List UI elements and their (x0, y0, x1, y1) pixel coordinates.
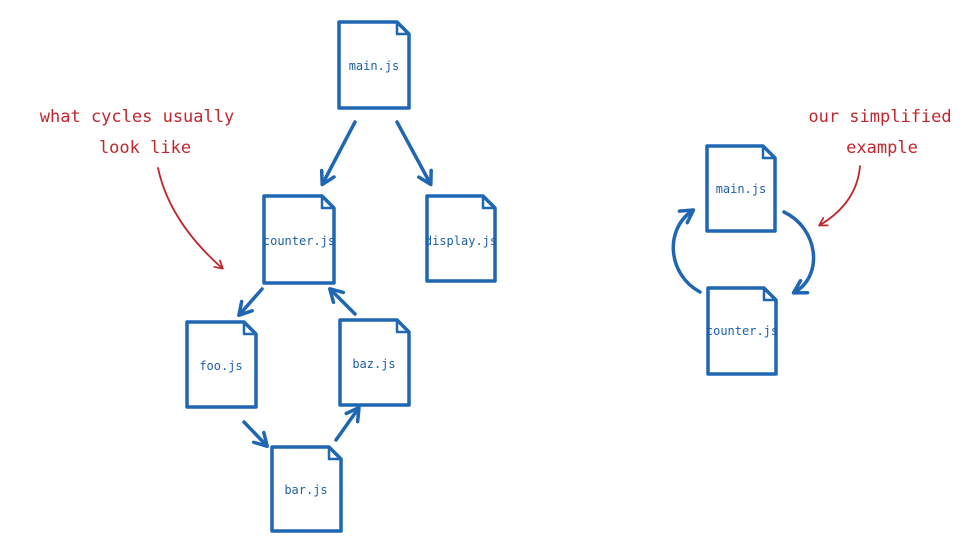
arrow-baz-to-counter (328, 287, 357, 316)
file-label-display: display.js (425, 234, 497, 248)
right-diagram: main.js counter.js our simplified exampl… (671, 107, 952, 376)
file-counter-js-simple: counter.js (706, 286, 778, 376)
file-foo-js: foo.js (185, 320, 258, 409)
arrow-counter-to-main-curve (671, 208, 702, 294)
arrow-foo-to-bar (242, 420, 269, 449)
file-label-counter-simple: counter.js (706, 324, 778, 338)
annotation-right-line2: example (846, 138, 918, 158)
annotation-right-arrow (818, 165, 861, 227)
file-label-main: main.js (349, 59, 400, 73)
file-main-js-simple: main.js (705, 144, 777, 233)
arrow-main-to-display (395, 120, 433, 187)
file-baz-js: baz.js (338, 318, 411, 407)
arrow-main-to-counter (319, 120, 357, 187)
left-diagram: main.js counter.js display.js foo.js baz… (40, 20, 497, 533)
annotation-left-line1: what cycles usually (40, 107, 234, 127)
arrow-main-to-counter-curve (782, 210, 816, 295)
arrow-bar-to-baz (334, 405, 361, 442)
file-bar-js: bar.js (270, 445, 343, 533)
file-counter-js: counter.js (262, 194, 336, 285)
file-label-foo: foo.js (199, 359, 242, 373)
file-main-js: main.js (337, 20, 411, 110)
file-label-counter: counter.js (263, 234, 335, 248)
file-label-baz: baz.js (352, 357, 395, 371)
annotation-left-arrow (157, 167, 224, 270)
arrow-counter-to-foo (237, 287, 264, 318)
file-label-main-simple: main.js (716, 182, 767, 196)
annotation-left-line2: look like (99, 138, 191, 158)
file-display-js: display.js (425, 194, 497, 283)
file-label-bar: bar.js (284, 483, 327, 497)
annotation-right-line1: our simplified (808, 107, 951, 127)
